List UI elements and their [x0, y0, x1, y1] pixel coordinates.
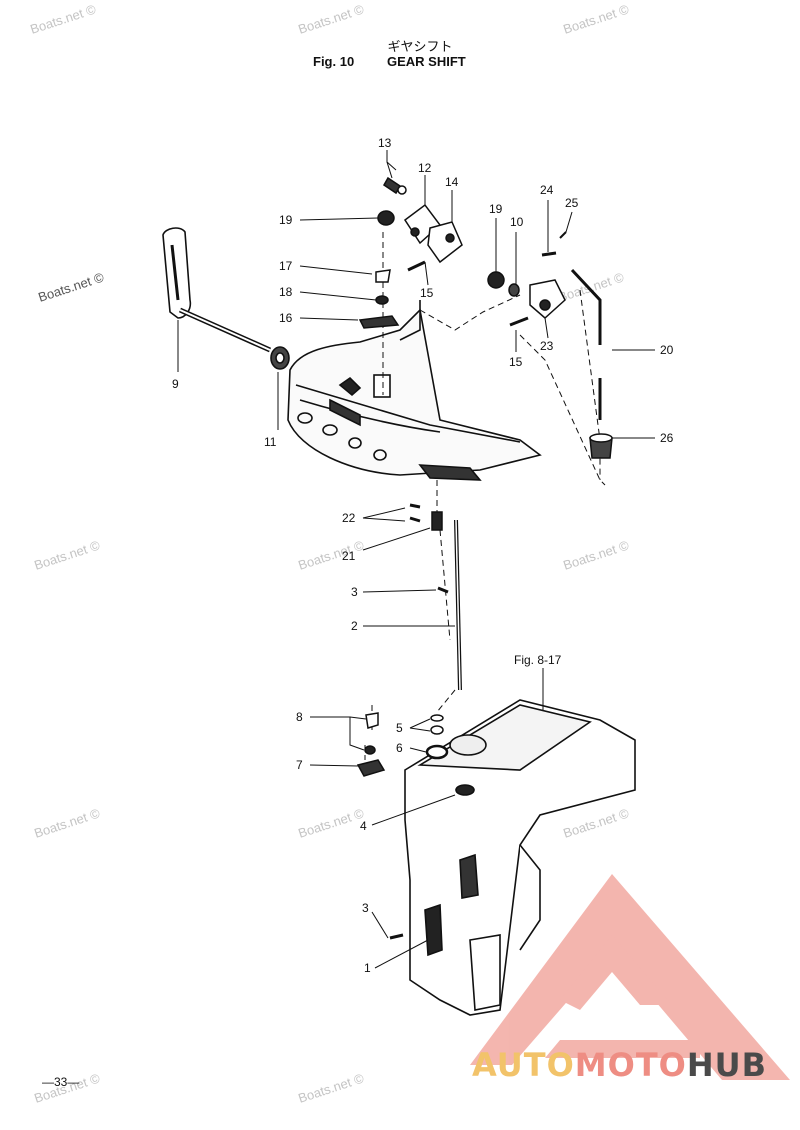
svg-text:Boats.net ©: Boats.net © — [32, 537, 102, 572]
svg-text:13: 13 — [378, 136, 392, 150]
svg-text:14: 14 — [445, 175, 459, 189]
reference-label: Fig. 8-17 — [514, 653, 562, 667]
svg-text:Boats.net ©: Boats.net © — [561, 805, 631, 840]
svg-text:20: 20 — [660, 343, 674, 357]
svg-text:5: 5 — [396, 721, 403, 735]
svg-text:3: 3 — [362, 901, 369, 915]
svg-text:10: 10 — [510, 215, 524, 229]
svg-text:Boats.net ©: Boats.net © — [28, 1, 98, 36]
svg-text:25: 25 — [565, 196, 579, 210]
svg-text:19: 19 — [489, 202, 503, 216]
japanese-title: ギヤシフト — [387, 40, 453, 55]
shift-lever — [162, 227, 272, 353]
svg-text:21: 21 — [342, 549, 356, 563]
svg-text:Boats.net ©: Boats.net © — [561, 537, 631, 572]
automotohub-logo: AUTOMOTOHUB — [472, 1046, 767, 1084]
svg-text:Boats.net ©: Boats.net © — [296, 805, 366, 840]
upper-linkage — [358, 176, 613, 459]
svg-text:17: 17 — [279, 259, 293, 273]
svg-text:Boats.net ©: Boats.net © — [296, 1, 366, 36]
logo-part-auto: AUTO — [472, 1046, 575, 1084]
diagram-title: GEAR SHIFT — [387, 54, 466, 69]
svg-text:15: 15 — [509, 355, 523, 369]
page-number: —33— — [42, 1075, 80, 1089]
figure-label: Fig. 10 — [313, 54, 355, 69]
svg-text:12: 12 — [418, 161, 432, 175]
svg-text:3: 3 — [351, 585, 358, 599]
svg-text:1: 1 — [364, 961, 371, 975]
svg-text:15: 15 — [420, 286, 434, 300]
callout-labels: 13 12 14 19 17 18 16 15 9 11 19 10 24 25… — [172, 136, 674, 975]
svg-text:Boats.net ©: Boats.net © — [296, 1070, 366, 1105]
lower-unit — [404, 699, 636, 1016]
svg-text:18: 18 — [279, 285, 293, 299]
svg-text:2: 2 — [351, 619, 358, 633]
svg-text:16: 16 — [279, 311, 293, 325]
svg-text:23: 23 — [540, 339, 554, 353]
svg-text:Boats.net ©: Boats.net © — [556, 269, 626, 304]
svg-text:Boats.net ©: Boats.net © — [561, 1, 631, 36]
bottom-cowling — [287, 300, 542, 481]
svg-text:24: 24 — [540, 183, 554, 197]
svg-text:Boats.net ©: Boats.net © — [36, 269, 106, 304]
svg-text:Boats.net ©: Boats.net © — [32, 805, 102, 840]
leader-lines — [177, 150, 655, 969]
alignment-lines — [364, 232, 606, 760]
svg-text:9: 9 — [172, 377, 179, 391]
svg-text:19: 19 — [279, 213, 293, 227]
svg-text:26: 26 — [660, 431, 674, 445]
logo-part-moto: MOTO — [574, 1046, 687, 1084]
logo-part-hub: HUB — [686, 1046, 768, 1084]
svg-text:4: 4 — [360, 819, 367, 833]
svg-text:22: 22 — [342, 511, 356, 525]
logo-triangle — [470, 874, 790, 1080]
svg-text:Boats.net ©: Boats.net © — [296, 537, 366, 572]
lower-small-parts — [356, 712, 449, 940]
svg-text:6: 6 — [396, 741, 403, 755]
svg-text:7: 7 — [296, 758, 303, 772]
grommet — [270, 346, 290, 370]
shift-rod-group — [409, 503, 462, 691]
svg-text:8: 8 — [296, 710, 303, 724]
svg-text:11: 11 — [264, 435, 277, 449]
watermarks: Boats.net © Boats.net © Boats.net © Boat… — [28, 1, 631, 1105]
